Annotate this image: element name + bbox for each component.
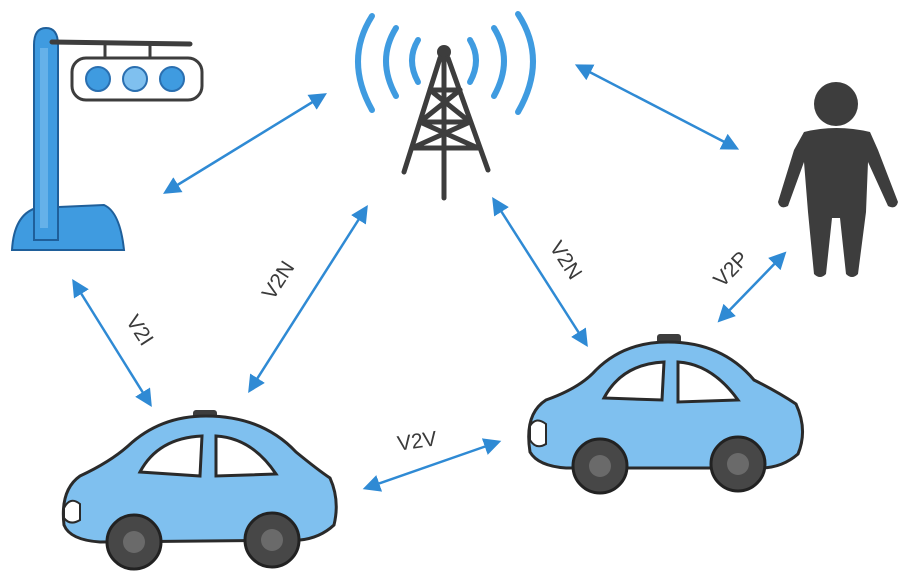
- arrow-tower-pedestrian: [574, 64, 740, 150]
- label-v2i: V2I: [121, 311, 157, 350]
- arrow-v2v: [362, 438, 502, 492]
- arrow-v2p: [717, 251, 787, 323]
- arrow-v2i: [72, 279, 152, 407]
- label-v2v: V2V: [396, 427, 439, 455]
- arrow-v2n-right: [492, 197, 588, 347]
- arrow-v2n-left: [248, 205, 368, 393]
- car-right-icon: [527, 334, 804, 495]
- label-v2n-right: V2N: [545, 237, 587, 284]
- car-left-icon: [61, 410, 338, 571]
- label-v2n-left: V2N: [258, 257, 300, 304]
- pedestrian-icon: [778, 82, 898, 277]
- arrow-tower-trafficlight: [163, 93, 327, 194]
- traffic-light-icon: [10, 26, 204, 251]
- cell-tower-icon: [355, 11, 536, 201]
- label-v2p: V2P: [709, 247, 753, 292]
